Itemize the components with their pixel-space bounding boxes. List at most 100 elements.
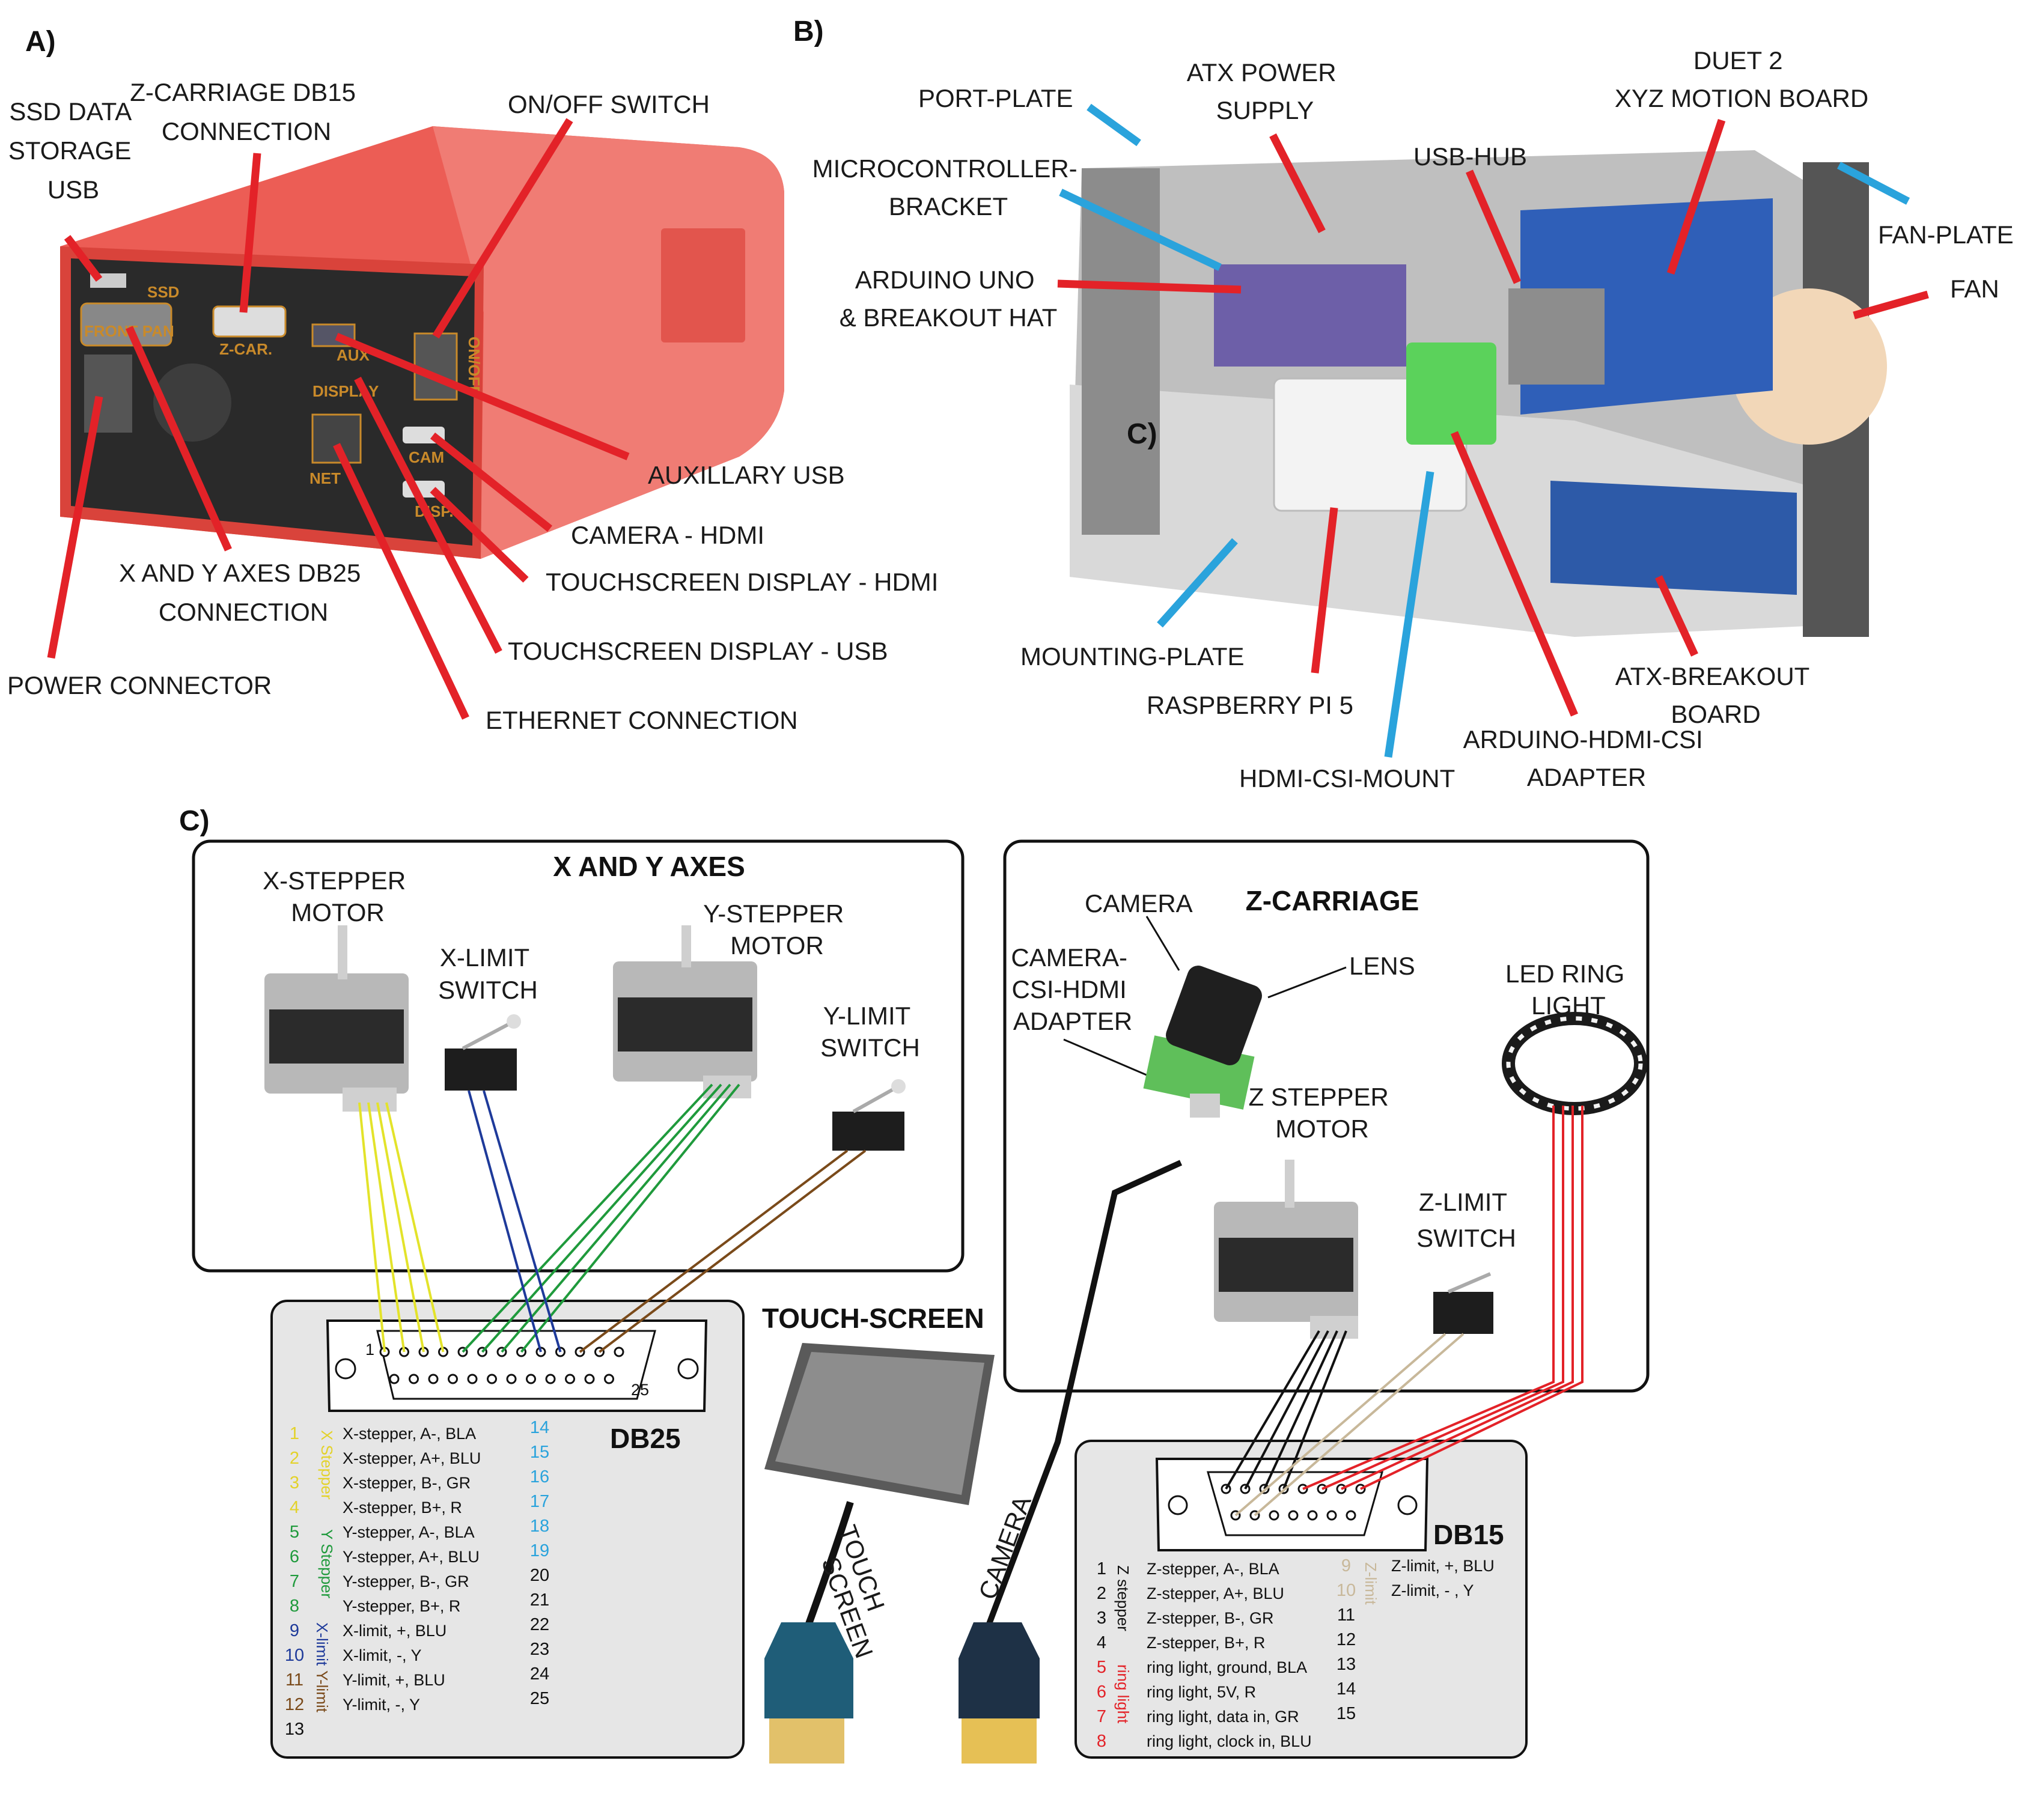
panel-a-callouts: SSD DATA STORAGE USB Z-CARRIAGE DB15 CON…	[7, 78, 938, 734]
db25-pin-number: 9	[290, 1621, 299, 1640]
db25-pin-number: 6	[290, 1547, 299, 1566]
touchscreen-cable	[805, 1501, 854, 1627]
db15-pin-number: 8	[1097, 1732, 1106, 1751]
callout-line-ssd	[64, 235, 103, 282]
port-label-zcar: Z-CAR.	[219, 340, 272, 358]
callout-arduino: ARDUINO UNO & BREAKOUT HAT	[840, 266, 1058, 332]
port-label-onoff: ON/OFF	[465, 336, 483, 395]
callout-atx: ATX POWER SUPPLY	[1187, 58, 1344, 124]
wire	[1282, 1330, 1347, 1490]
wire	[376, 1102, 425, 1353]
callout-ethernet: ETHERNET CONNECTION	[486, 706, 798, 734]
x-limit-label: X-LIMIT SWITCH	[438, 943, 538, 1004]
db25-pin-number: 13	[285, 1720, 304, 1739]
panel-a: A) SSD FRONT PAN Z-CAR. AUX DISPLAY ON/O…	[7, 26, 938, 734]
db15-mount-hole-left	[1168, 1495, 1188, 1515]
db25-mount-hole-right	[677, 1358, 699, 1380]
camera-hdmi-plug	[959, 1622, 1040, 1764]
callout-line-power	[47, 395, 103, 659]
callout-micro: MICROCONTROLLER- BRACKET	[812, 154, 1085, 221]
y-limit-switch	[832, 1079, 906, 1151]
camera-cable	[986, 1160, 1183, 1627]
db25-spare-pin-number: 15	[530, 1443, 549, 1462]
callout-line-xy	[126, 326, 232, 552]
callout-line-fan	[1853, 290, 1929, 320]
wire	[481, 1083, 722, 1353]
wire	[1302, 1106, 1555, 1490]
db15-group-label: ring light	[1114, 1664, 1132, 1724]
db25-group-label: X-limit	[313, 1622, 331, 1666]
panel-b-label: B)	[793, 16, 824, 47]
db25-pin-number: 7	[290, 1572, 299, 1591]
db25-pin-number: 5	[290, 1523, 299, 1542]
hdmi-csi-adapter-shape	[1406, 342, 1496, 445]
panel-c: C) X AND Y AXES X-STEPPER MOTOR X-LIMIT …	[179, 805, 1650, 1764]
db25-pin-description: Y-limit, +, BLU	[343, 1671, 445, 1689]
atx-breakout-shape	[1550, 481, 1797, 595]
db25-spare-pin-number: 24	[530, 1664, 549, 1684]
db15-pin-description: Z-stepper, A+, BLU	[1147, 1584, 1284, 1602]
lens-pointer	[1267, 966, 1347, 999]
db25-pin	[584, 1374, 595, 1384]
wire	[462, 1083, 713, 1353]
db25-pin	[614, 1347, 624, 1357]
db15-pin-number: 10	[1337, 1581, 1356, 1600]
db25-pin	[467, 1374, 478, 1384]
db15-pin-number: 12	[1337, 1630, 1356, 1649]
db25-pin	[526, 1374, 536, 1384]
y-limit-label: Y-LIMIT SWITCH	[820, 1002, 920, 1062]
callout-aux: AUXILLARY USB	[648, 461, 845, 489]
callout-line-ts-usb	[354, 377, 502, 654]
wire	[385, 1102, 445, 1353]
callout-ssd: SSD DATA STORAGE USB	[8, 97, 138, 204]
callout-line-micro	[1059, 189, 1222, 271]
db25-pin-number: 4	[290, 1498, 299, 1517]
callout-line-duet	[1666, 118, 1726, 275]
db25-spare-pin-number: 14	[530, 1418, 549, 1437]
db25-pin	[565, 1374, 575, 1384]
db25-group-label: Y Stepper	[318, 1529, 336, 1599]
y-stepper-label: Y-STEPPER MOTOR	[703, 899, 851, 960]
wire	[1341, 1106, 1574, 1490]
db25-pin-number: 10	[285, 1646, 304, 1665]
db25-spare-pin-number: 22	[530, 1615, 549, 1634]
callout-port-plate: PORT-PLATE	[918, 84, 1073, 112]
camera-cable-label: CAMERA	[973, 1492, 1037, 1603]
db25-pin-number: 1	[290, 1424, 299, 1443]
db15-pin-description: ring light, data in, GR	[1147, 1708, 1299, 1726]
wire	[483, 1090, 562, 1353]
callout-line-atxbreak	[1655, 575, 1698, 657]
port-label-net: NET	[309, 469, 341, 487]
db25-pin-description: Y-limit, -, Y	[343, 1696, 420, 1714]
db25-pin-number: 12	[285, 1695, 304, 1714]
callout-line-hdmicsi	[1384, 471, 1434, 758]
z-carriage-box	[1003, 839, 1650, 1393]
db15-group-label: Z-limit	[1362, 1562, 1380, 1605]
db15-pin-number: 4	[1097, 1633, 1106, 1652]
db15-pin-description: ring light, 5V, R	[1147, 1683, 1256, 1701]
db15-pin	[1346, 1510, 1356, 1521]
y-stepper-motor	[613, 925, 757, 1098]
callout-line-atx	[1269, 133, 1326, 233]
db25-pin-number: 11	[285, 1670, 303, 1690]
callout-line-fan-plate	[1837, 162, 1910, 205]
db25-spare-pin-number: 21	[530, 1590, 549, 1610]
wire	[1244, 1330, 1329, 1490]
callout-usbhub: USB-HUB	[1413, 142, 1527, 171]
camera-pointer	[1145, 916, 1180, 971]
db25-pin	[448, 1374, 458, 1384]
db25-spare-pin-number: 16	[530, 1467, 549, 1487]
callout-rpi: RASPBERRY PI 5	[1147, 691, 1353, 719]
wiring	[358, 1083, 1584, 1517]
callout-line-rpi	[1311, 507, 1338, 674]
atx-psu-shape	[1508, 288, 1605, 385]
callout-line-zcar	[239, 153, 261, 313]
wire	[1321, 1106, 1564, 1490]
callout-xy: X AND Y AXES DB25 CONNECTION	[119, 559, 368, 626]
db25-group-label: Y-limit	[313, 1670, 331, 1713]
callout-power: POWER CONNECTOR	[7, 671, 272, 699]
callout-line-arduino	[1057, 279, 1242, 294]
db25-spare-pin-number: 17	[530, 1492, 549, 1511]
z-stepper-label: Z STEPPER MOTOR	[1248, 1083, 1395, 1143]
